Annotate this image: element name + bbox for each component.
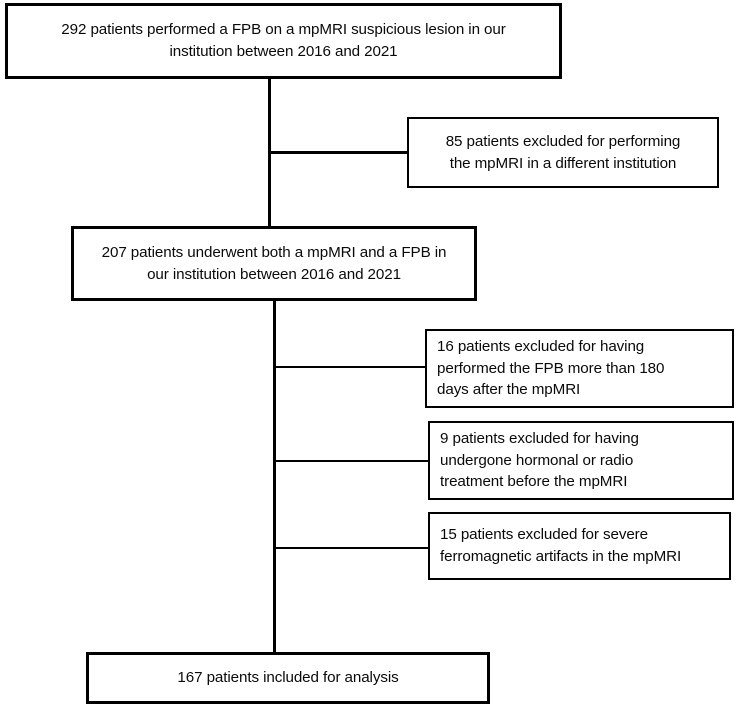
node-analysed: 167 patients included for analysis (86, 652, 490, 704)
node-excluded-2: 16 patients excluded for having performe… (425, 329, 734, 408)
connector-to-excluded-4 (273, 547, 430, 549)
node-analysed-line-1: 167 patients included for analysis (177, 669, 399, 687)
node-enrolled-line-1: 292 patients performed a FPB on a mpMRI … (61, 21, 506, 39)
node-excluded-2-line-2: performed the FPB more than 180 (437, 359, 665, 377)
node-enrolled-text: 292 patients performed a FPB on a mpMRI … (18, 19, 549, 62)
node-excluded-3-line-1: 9 patients excluded for having (440, 430, 639, 448)
node-excluded-1: 85 patients excluded for performing the … (407, 117, 719, 188)
node-excluded-1-text: 85 patients excluded for performing the … (419, 131, 707, 174)
node-both-exams-text: 207 patients underwent both a mpMRI and … (84, 242, 464, 285)
connector-to-excluded-2 (273, 366, 426, 368)
node-excluded-4: 15 patients excluded for severe ferromag… (428, 512, 731, 580)
node-excluded-2-line-1: 16 patients excluded for having (437, 338, 645, 356)
node-excluded-3-line-3: treatment before the mpMRI (440, 473, 628, 491)
node-excluded-4-line-2: ferromagnetic artifacts in the mpMRI (440, 548, 682, 565)
node-both-exams-line-2: our institution between 2016 and 2021 (147, 265, 401, 283)
node-both-exams: 207 patients underwent both a mpMRI and … (71, 226, 477, 301)
node-excluded-2-line-3: days after the mpMRI (437, 381, 581, 399)
node-excluded-3-line-2: undergone hormonal or radio (440, 451, 634, 469)
connector-to-excluded-1 (268, 151, 409, 154)
connector-trunk-lower (273, 300, 276, 653)
node-enrolled: 292 patients performed a FPB on a mpMRI … (5, 3, 562, 79)
node-excluded-3-text: 9 patients excluded for having undergone… (440, 428, 722, 493)
node-excluded-2-text: 16 patients excluded for having performe… (437, 336, 722, 401)
node-excluded-3: 9 patients excluded for having undergone… (428, 421, 734, 500)
node-excluded-4-line-1: 15 patients excluded for severe (440, 526, 648, 544)
node-both-exams-line-1: 207 patients underwent both a mpMRI and … (101, 243, 447, 261)
node-enrolled-line-2: institution between 2016 and 2021 (169, 43, 398, 60)
node-excluded-1-line-2: the mpMRI in a different institution (449, 154, 677, 172)
connector-to-excluded-3 (273, 460, 430, 462)
node-analysed-text: 167 patients included for analysis (99, 667, 477, 689)
node-excluded-4-text: 15 patients excluded for severe ferromag… (440, 524, 719, 567)
node-excluded-1-line-1: 85 patients excluded for performing (445, 132, 681, 150)
